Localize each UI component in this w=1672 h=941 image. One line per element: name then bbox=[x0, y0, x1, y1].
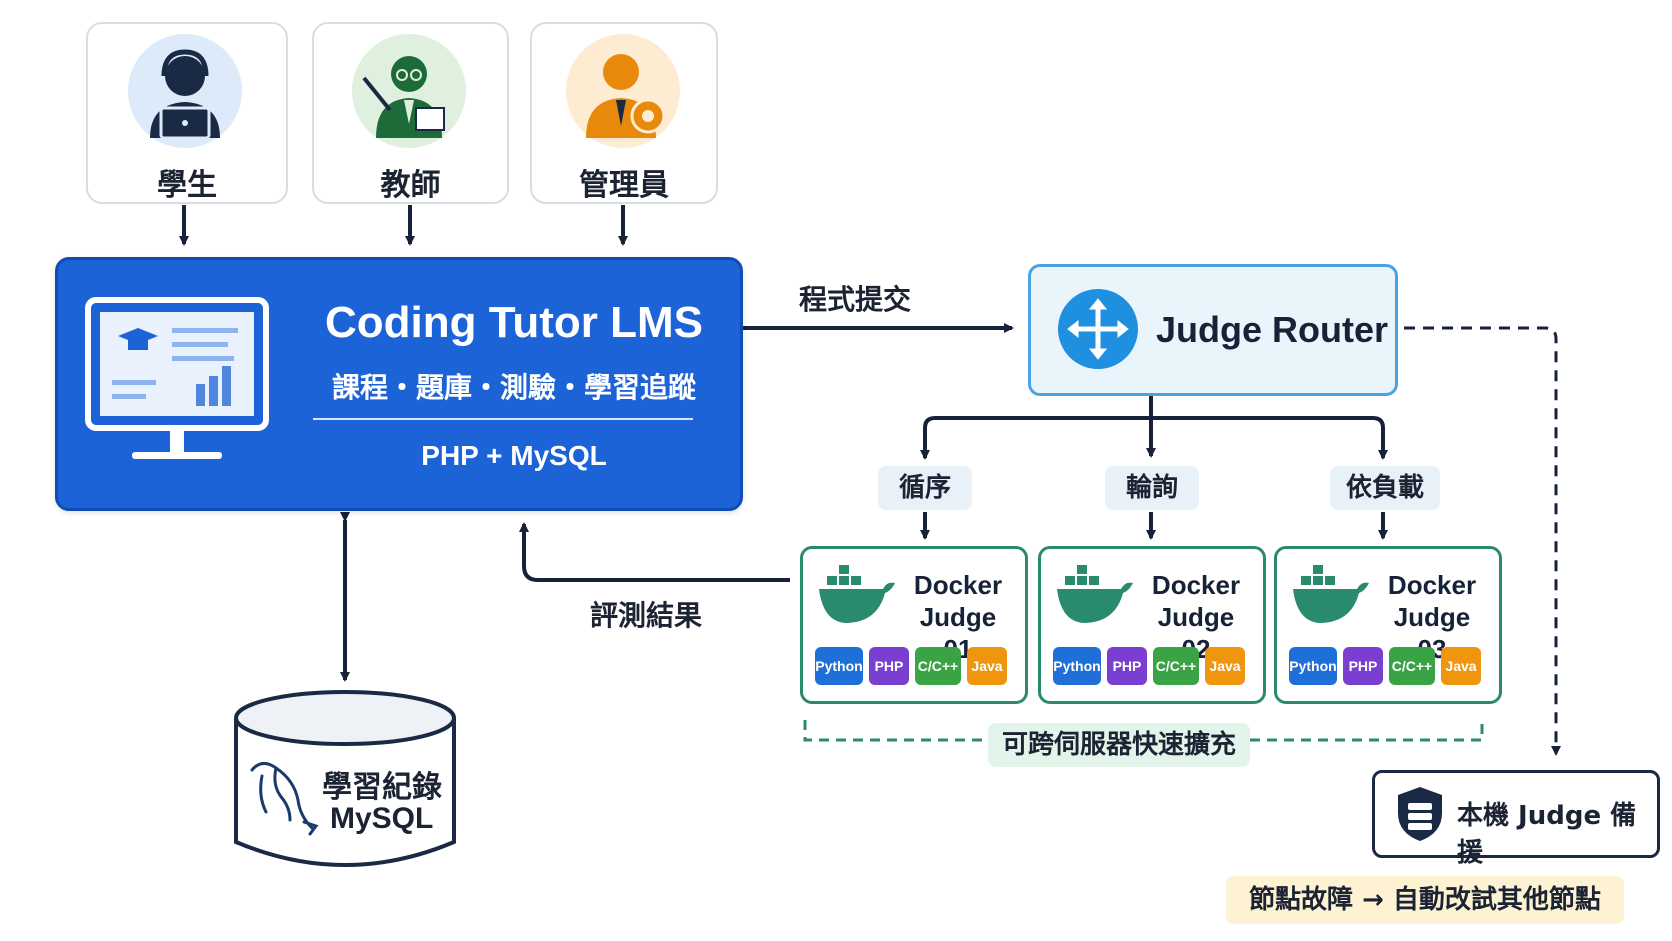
backup-label: 本機 Judge 備援 bbox=[1457, 801, 1637, 868]
admin-icon bbox=[566, 34, 680, 148]
lang-badge-php: PHP bbox=[1343, 647, 1383, 685]
docker-judge-02: Docker Judge 02 Python PHP C/C++ Java bbox=[1038, 546, 1266, 704]
database-label-mysql: MySQL bbox=[330, 802, 434, 835]
docker-whale-icon bbox=[1057, 565, 1133, 623]
strategy-tag-round-robin: 輪詢 bbox=[1105, 466, 1199, 510]
role-card-teacher: 教師 bbox=[312, 22, 509, 204]
lang-badge-cpp: C/C++ bbox=[1153, 647, 1199, 685]
language-badges: Python PHP C/C++ Java bbox=[1289, 647, 1489, 685]
lang-badge-php: PHP bbox=[869, 647, 909, 685]
lang-badge-python: Python bbox=[1289, 647, 1337, 685]
local-judge-backup-block: 本機 Judge 備援 bbox=[1372, 770, 1660, 868]
language-badges: Python PHP C/C++ Java bbox=[815, 647, 1015, 685]
lang-badge-cpp: C/C++ bbox=[915, 647, 961, 685]
lms-tech-stack: PHP + MySQL bbox=[421, 440, 607, 471]
role-label-teacher: 教師 bbox=[380, 168, 441, 203]
lms-title: Coding Tutor LMS bbox=[325, 298, 703, 347]
edge-label-result: 評測結果 bbox=[590, 599, 703, 632]
role-label-admin: 管理員 bbox=[579, 168, 669, 203]
arrow-result bbox=[519, 522, 790, 582]
role-card-student: 學生 bbox=[86, 22, 288, 204]
lang-badge-python: Python bbox=[815, 647, 863, 685]
arrow-fallback bbox=[1404, 326, 1561, 756]
docker-judge-01: Docker Judge 01 Python PHP C/C++ Java bbox=[800, 546, 1028, 704]
judge-router-block: Judge Router bbox=[1028, 264, 1398, 396]
docker-whale-icon bbox=[1293, 565, 1369, 623]
student-icon bbox=[128, 34, 242, 148]
lms-divider bbox=[313, 418, 693, 420]
mysql-dolphin-icon bbox=[250, 762, 319, 836]
lang-badge-java: Java bbox=[967, 647, 1007, 685]
lms-system-block: Coding Tutor LMS 課程・題庫・測驗・學習追蹤 PHP + MyS… bbox=[55, 257, 743, 511]
database-cylinder bbox=[234, 690, 456, 867]
scale-label: 可跨伺服器快速擴充 bbox=[988, 723, 1250, 767]
lang-badge-java: Java bbox=[1205, 647, 1245, 685]
role-label-student: 學生 bbox=[157, 168, 217, 203]
strategy-tag-load-based: 依負載 bbox=[1330, 466, 1440, 510]
lang-badge-cpp: C/C++ bbox=[1389, 647, 1435, 685]
docker-whale-icon bbox=[819, 565, 895, 623]
lang-badge-python: Python bbox=[1053, 647, 1101, 685]
failover-note: 節點故障 → 自動改試其他節點 bbox=[1226, 876, 1624, 924]
language-badges: Python PHP C/C++ Java bbox=[1053, 647, 1253, 685]
strategy-tag-sequential: 循序 bbox=[878, 466, 972, 510]
lms-subtitle: 課程・題庫・測驗・學習追蹤 bbox=[331, 371, 696, 404]
teacher-icon bbox=[352, 34, 466, 148]
role-card-admin: 管理員 bbox=[530, 22, 718, 204]
docker-judge-03: Docker Judge 03 Python PHP C/C++ Java bbox=[1274, 546, 1502, 704]
shield-server-icon bbox=[1398, 787, 1442, 841]
monitor-icon bbox=[85, 297, 269, 459]
judge-name: Docker Judge 01 bbox=[913, 570, 1003, 664]
lang-badge-php: PHP bbox=[1107, 647, 1147, 685]
edge-label-submit: 程式提交 bbox=[799, 283, 912, 316]
lang-badge-java: Java bbox=[1441, 647, 1481, 685]
router-arrows-icon bbox=[1058, 289, 1138, 369]
database-label-records: 學習紀錄 bbox=[322, 770, 442, 805]
router-label: Judge Router bbox=[1156, 309, 1389, 350]
